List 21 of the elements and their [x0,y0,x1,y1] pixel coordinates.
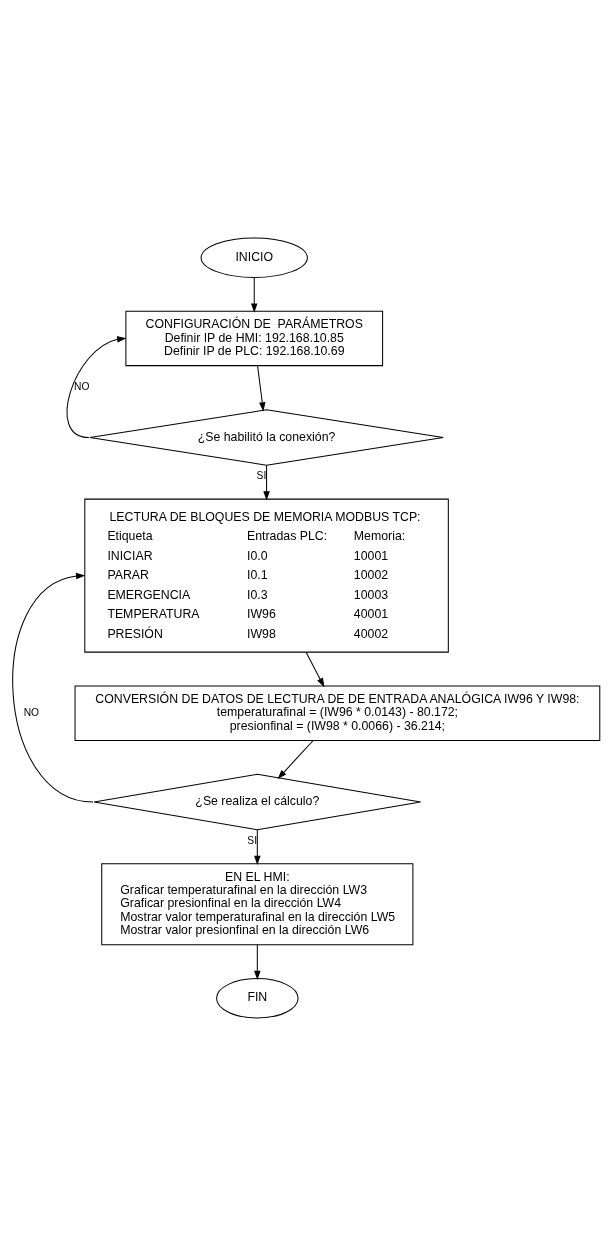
edge-label: NO [23,706,40,718]
arrow [254,944,261,981]
edge-label: NO [74,381,90,393]
arrow [305,651,325,688]
arrow [251,276,258,313]
node-box: CONFIGURACIÓN DE PARÁMETROS Definir IP de HMI: 192.168.10.85 Definir IP de PLC: 192.168.10.69 [125,310,384,367]
arrow [12,572,94,803]
node-box: EN EL HMI: Graficar temperaturafinal en la dirección LW3 Graficar presionfinal en la dirección LW4 Mostrar valor temperaturafinal en la dirección LW5 Mostrar valor presionfinal en la dirección LW6 [101,863,414,946]
arrow [277,740,314,780]
node-ellipse: INICIO [200,237,308,278]
arrow [263,464,270,501]
node-diamond: ¿Se habilitó la conexión? [89,409,444,466]
arrow [254,829,261,866]
arrow [66,336,127,439]
node-box: CONVERSIÓN DE DATOS DE LECTURA DE DE ENTRADA ANALÓGICA IW96 Y IW98: temperaturafinal = (IW96 * 0.0143) - 80.172; presionfinal = (IW98 * 0.0066) - 36.214; [74,685,601,741]
node-diamond: ¿Se realiza el cálculo? [93,773,422,831]
arrow [257,365,266,412]
edge-label: SI [256,470,267,482]
node-ellipse: FIN [216,978,299,1019]
node-box: LECTURA DE BLOQUES DE MEMORIA MODBUS TCP: Etiqueta Entradas PLC: Memoria: INICIAR I0.0 10001 PARAR I0.1 10002 EMERGENCIA I0.3 10003 TEMPERATURA IW96 40001 PRESIÓN IW98 40002 [84,498,449,653]
edge-label: SI [247,834,258,846]
